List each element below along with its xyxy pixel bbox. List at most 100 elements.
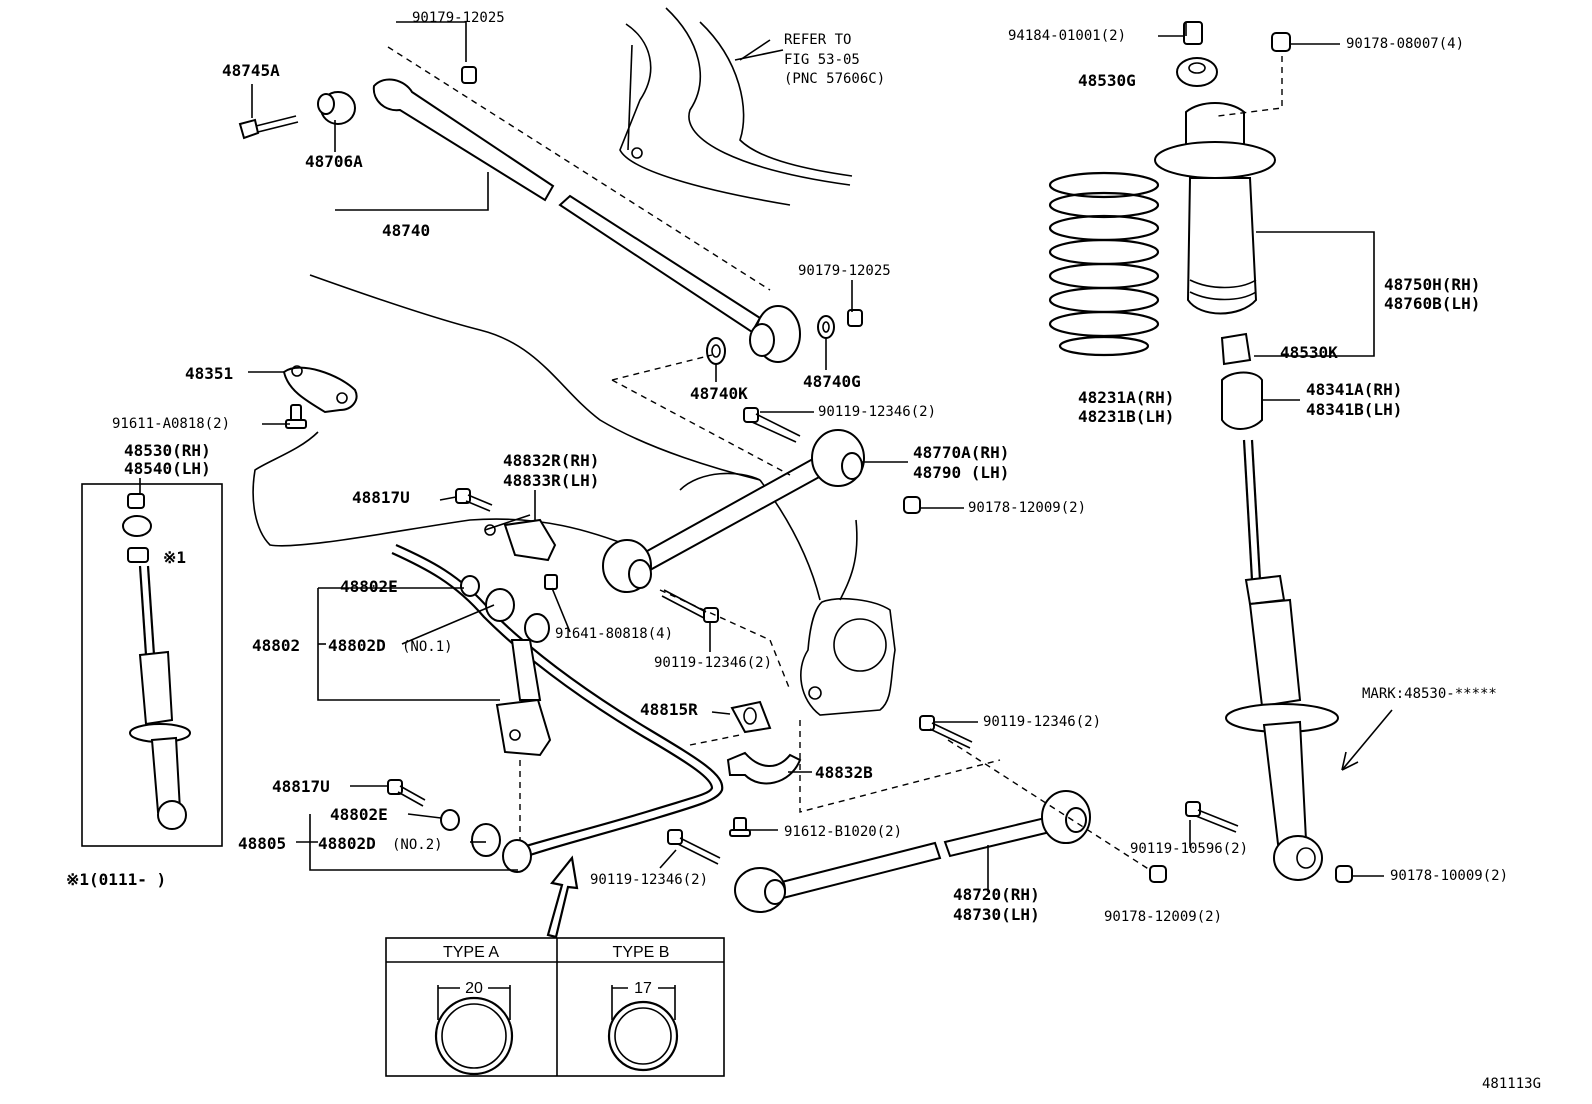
type-box: TYPE A TYPE B 20 17 [385,937,725,1077]
label-48231b: 48231B(LH) [1078,407,1174,426]
lateral-rod-48770a [602,429,865,593]
knuckle [800,597,896,716]
label-48832r: 48832R(RH) [503,451,599,470]
label-48802e-bot: 48802E [330,805,388,824]
label-94184: 94184-01001(2) [1008,28,1126,44]
nut-90178-12009-a [903,496,921,514]
nut-90178-12009-b [1149,865,1167,883]
bolt-48817u-bot [387,779,426,807]
label-48530rh: 48530(RH) [124,441,211,460]
label-48817u-bot: 48817U [272,777,330,796]
nut-90179-mid [847,309,863,327]
nut-90178-10009 [1335,865,1353,883]
label-star1-date: ※1(0111- ) [66,870,166,889]
label-fig: FIG 53-05 [784,52,860,68]
label-48540lh: 48540(LH) [124,459,211,478]
type-b-title: TYPE B [613,944,670,961]
label-90179-12025-mid: 90179-12025 [798,263,891,279]
label-48341a: 48341A(RH) [1306,380,1402,399]
mount-48351 [282,365,358,414]
label-91611: 91611-A0818(2) [112,416,230,432]
type-a-dim: 20 [465,980,483,997]
bump-stop-48341a [1221,371,1263,430]
bolt-48745a [238,115,299,140]
label-48351: 48351 [185,364,233,383]
label-90119-12346-c: 90119-12346(2) [983,714,1101,730]
bolt-91612 [729,817,751,837]
bolt-90119-a [743,407,801,443]
bump-stop-48530k [1220,332,1252,366]
label-48832b: 48832B [815,763,873,782]
label-48740g: 48740G [803,372,861,391]
label-fig-code: 481113G [1482,1076,1541,1092]
bushing-48802d-no2 [471,823,501,857]
label-no1: (NO.1) [402,639,453,655]
label-48706a: 48706A [305,152,363,171]
label-90119-12346-b: 90119-12346(2) [654,655,772,671]
inset-box [81,483,223,847]
label-48790: 48790 (LH) [913,463,1009,482]
label-48802d-no2: 48802D [318,834,376,853]
label-48740: 48740 [382,221,430,240]
label-48231a: 48231A(RH) [1078,388,1174,407]
bolt-91611 [285,404,307,429]
label-48341b: 48341B(LH) [1306,400,1402,419]
type-a-title: TYPE A [443,944,499,961]
label-48720: 48720(RH) [953,885,1040,904]
label-48815r: 48815R [640,700,698,719]
washer-48740k [706,337,726,365]
label-48802e-top: 48802E [340,577,398,596]
label-90178-10009: 90178-10009(2) [1390,868,1508,884]
label-mark: MARK:48530-***** [1362,686,1497,702]
label-48730: 48730(LH) [953,905,1040,924]
label-48833r: 48833R(LH) [503,471,599,490]
bracket-48832b [726,751,802,785]
bushing-48802e-top [460,575,480,597]
label-48530g: 48530G [1078,71,1136,90]
bushing-48802e-bot [440,809,460,831]
bolt-91641 [544,574,558,590]
label-90178-12009-b: 90178-12009(2) [1104,909,1222,925]
label-refer-to: REFER TO [784,32,851,48]
type-b-dim: 17 [634,980,652,997]
bushing-48802d-no1 [485,588,515,622]
label-48805: 48805 [238,834,286,853]
label-90179-12025-top: 90179-12025 [412,10,505,26]
bolt-90119-b [661,589,719,623]
shock-lower [1225,439,1339,881]
coil-spring [1048,171,1160,357]
bushing-48706a [317,91,356,125]
bushing-48815r [730,700,772,734]
label-48770a: 48770A(RH) [913,443,1009,462]
bushing-stab-end [502,839,532,873]
label-90119-12346-d: 90119-12346(2) [590,872,708,888]
label-star1: ※1 [163,548,186,567]
shock-upper [1154,21,1291,315]
leader-lines [139,21,1393,892]
label-48530k: 48530K [1280,343,1338,362]
bolt-48817u-top [455,488,493,512]
upper-arm-48740 [372,78,801,363]
label-48745a: 48745A [222,61,280,80]
label-90178-08007: 90178-08007(4) [1346,36,1464,52]
bolt-90119-10596 [1185,801,1239,833]
label-48802d-no1: 48802D [328,636,386,655]
bracket-48832r [484,514,557,562]
label-90119-12346-a: 90119-12346(2) [818,404,936,420]
bolt-90119-d [667,829,721,865]
label-48740k: 48740K [690,384,748,403]
label-pnc: (PNC 57606C) [784,71,885,87]
nut-90179-top [461,66,477,84]
label-90178-12009-a: 90178-12009(2) [968,500,1086,516]
label-91641: 91641-80818(4) [555,626,673,642]
label-48817u-top: 48817U [352,488,410,507]
washer-48740g [817,315,835,339]
bolt-90119-c [919,715,973,749]
label-90119-10596: 90119-10596(2) [1130,841,1248,857]
label-no2: (NO.2) [392,837,443,853]
part-labels: 90179-12025 48745A 48706A 48740 REFER TO FIG … [66,10,1541,1092]
stabilizer-link [495,613,552,757]
label-48760b: 48760B(LH) [1384,294,1480,313]
